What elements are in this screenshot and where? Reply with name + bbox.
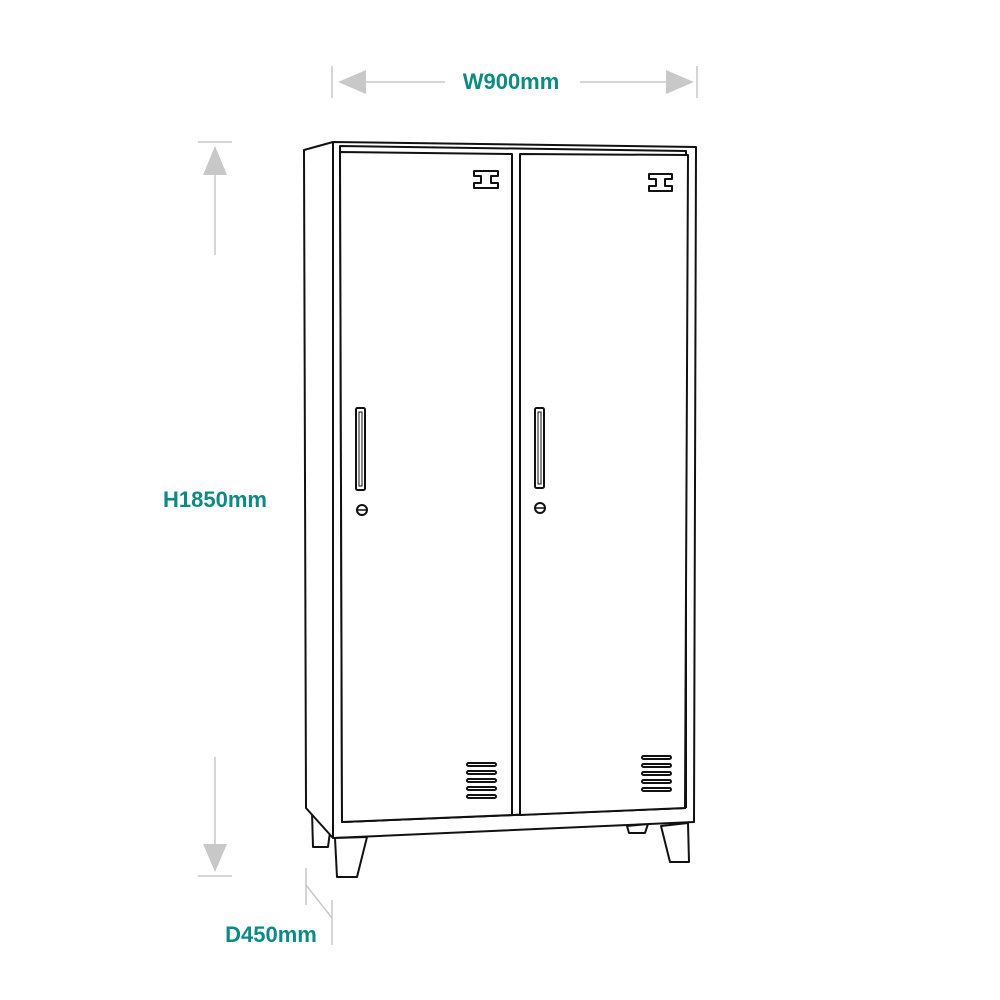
left-door[interactable]: [339, 151, 513, 823]
depth-label: D450mm: [225, 922, 317, 947]
arrow-left-icon: [338, 70, 366, 94]
arrow-down-icon: [203, 844, 227, 872]
card-holder-icon: [473, 170, 499, 189]
arrow-up-icon: [203, 146, 227, 175]
side-panel: [303, 141, 334, 839]
height-label: H1850mm: [163, 487, 267, 512]
arrow-right-icon: [666, 70, 694, 94]
right-door[interactable]: [519, 153, 689, 816]
vent-icon: [641, 755, 672, 792]
width-dimension-line: [331, 66, 698, 98]
height-dimension-line: [198, 141, 232, 877]
door-handle: [355, 407, 366, 491]
front-left-leg: [334, 836, 368, 878]
door-handle: [534, 407, 545, 489]
vent-icon: [466, 762, 497, 799]
width-label: W900mm: [462, 69, 560, 94]
card-holder-icon: [648, 173, 673, 192]
front-right-leg: [660, 822, 690, 863]
depth-dimension-line: [305, 868, 333, 945]
